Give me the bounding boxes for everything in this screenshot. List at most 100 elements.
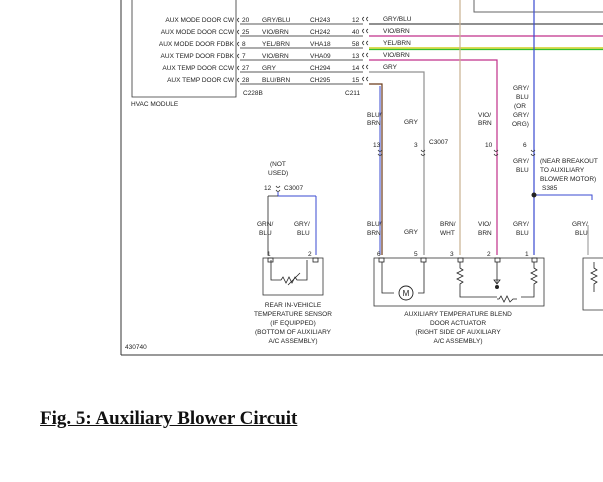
c3007-upper-connector [377, 149, 536, 156]
row-color2: VIO/BRN [383, 52, 410, 59]
row-label: AUX MODE DOOR CW [165, 17, 234, 24]
row-label: AUX TEMP DOOR CW [167, 77, 235, 84]
grey-note-line: ORG) [512, 121, 529, 128]
wire-gry [369, 71, 425, 255]
module-wires [240, 23, 363, 85]
module-rows: AUX MODE DOOR CW 20 GRY/BLU CH243 12 GRY… [159, 16, 412, 84]
wire-breakout-branch [534, 194, 593, 200]
motor-icon [398, 285, 414, 301]
row-circuit: CH242 [310, 29, 331, 36]
c3007-pin: 13 [373, 142, 381, 149]
wire-blu-brn [369, 83, 383, 255]
row-color2: GRY/BLU [383, 16, 412, 23]
row-label: AUX MODE DOOR CCW [161, 29, 235, 36]
c3007-color-line2: BRN [367, 120, 381, 127]
sensor-desc-line: REAR IN-VEHICLE [265, 302, 322, 309]
row-circuit: VHA09 [310, 53, 331, 60]
c211-label: C211 [345, 90, 360, 97]
grey-note-line: (OR [514, 103, 526, 110]
row-label: AUX MODE DOOR FDBK [159, 41, 235, 48]
grey-note-line: BLU [516, 94, 529, 101]
c228b-label: C228B [243, 90, 263, 97]
actuator-pin: 3 [450, 251, 454, 258]
row-pin: 7 [242, 53, 246, 60]
row-pin: 20 [242, 17, 250, 24]
c3007-color-line2: BRN [478, 120, 492, 127]
right-partial-resistor [590, 262, 598, 292]
figure-id: 430740 [125, 344, 147, 351]
sensor-pin: 2 [308, 251, 312, 258]
actuator-pin: 6 [377, 251, 381, 258]
lower-color-line1: BRN/ [440, 221, 456, 228]
actuator-pin: 1 [525, 251, 529, 258]
row-color: GRY/BLU [262, 17, 291, 24]
lower-color-line2: BLU [516, 230, 529, 237]
right-partial-component [582, 257, 603, 311]
sensor-desc-line: (BOTTOM OF AUXILIARY [255, 329, 332, 336]
splice-s385 [531, 192, 537, 198]
actuator-pin: 5 [414, 251, 418, 258]
row-circuit: CH295 [310, 77, 331, 84]
lower-color-line1: VIO/ [478, 221, 491, 228]
wire-vio-brn-fdbk [369, 59, 498, 255]
c3007-color-line1: BLU/ [367, 112, 382, 119]
lower-color-line1: GRY/ [572, 221, 588, 228]
lower-color-line2: BRN [478, 230, 492, 237]
lower-color-line2: BRN [367, 230, 381, 237]
c211-connector [362, 16, 369, 82]
row-color2: YEL/BRN [383, 40, 411, 47]
row-circuit: CH294 [310, 65, 331, 72]
c3007-lower-connector [275, 185, 281, 192]
module-row: AUX MODE DOOR CW 20 GRY/BLU CH243 12 GRY… [165, 16, 411, 24]
motor-symbol: M [403, 289, 410, 298]
lower-color-line2: BLU [575, 230, 588, 237]
row-color2: VIO/BRN [383, 28, 410, 35]
row-color: BLU/BRN [262, 77, 290, 84]
upper-gry-blu-line2: BLU [516, 167, 529, 174]
row-color2: GRY [383, 64, 398, 71]
module-row: AUX MODE DOOR CCW 25 VIO/BRN CH242 40 VI… [161, 28, 410, 36]
c3007-pin: 6 [523, 142, 527, 149]
c3007-upper-label: C3007 [429, 139, 449, 146]
lower-color-line1: GRN/ [257, 221, 273, 228]
not-used-line: (NOT [270, 161, 286, 168]
breakout-line: BLOWER MOTOR) [540, 176, 596, 183]
row-circuit: CH243 [310, 17, 331, 24]
lower-color-line2: BLU [259, 230, 272, 237]
lower-color-line1: GRY/ [294, 221, 310, 228]
not-used-line: USED) [268, 170, 288, 177]
not-used-connector: C3007 [284, 185, 304, 192]
row-circuit: VHA18 [310, 41, 331, 48]
grey-note-line: GRY/ [513, 85, 529, 92]
actuator-desc-line: A/C ASSEMBLY) [433, 338, 482, 345]
row-pin: 28 [242, 77, 250, 84]
module-row: AUX MODE DOOR FDBK 8 YEL/BRN VHA18 58 YE… [159, 40, 411, 48]
c3007-pin: 3 [414, 142, 418, 149]
module-row: AUX TEMP DOOR CCW 27 GRY CH294 14 GRY [162, 64, 397, 72]
actuator-box [373, 257, 545, 307]
row-pin2: 12 [352, 17, 360, 24]
sensor-desc-line: TEMPERATURE SENSOR [254, 311, 332, 318]
lower-color-line1: GRY/ [513, 221, 529, 228]
not-used-wire [277, 192, 316, 197]
actuator-internal-wiring [378, 257, 538, 303]
actuator-junction [495, 285, 499, 289]
c3007-pin: 10 [485, 142, 493, 149]
row-label: AUX TEMP DOOR FDBK [161, 53, 235, 60]
sensor-thermistor [267, 257, 319, 286]
row-pin2: 40 [352, 29, 360, 36]
row-color: VIO/BRN [262, 53, 289, 60]
lower-color-line2: WHT [440, 230, 455, 237]
not-used-pin: 12 [264, 185, 272, 192]
row-color: GRY [262, 65, 277, 72]
c228b-connector [237, 17, 240, 83]
grey-note-line: GRY/ [513, 112, 529, 119]
figure-caption: Fig. 5: Auxiliary Blower Circuit [40, 408, 298, 429]
row-pin2: 58 [352, 41, 360, 48]
lower-color-line2: BLU [297, 230, 310, 237]
actuator-desc-line: DOOR ACTUATOR [430, 320, 486, 327]
upper-gry-blu-line1: GRY/ [513, 158, 529, 165]
row-pin: 25 [242, 29, 250, 36]
actuator-desc-line: AUXILIARY TEMPERATURE BLEND [404, 311, 512, 318]
